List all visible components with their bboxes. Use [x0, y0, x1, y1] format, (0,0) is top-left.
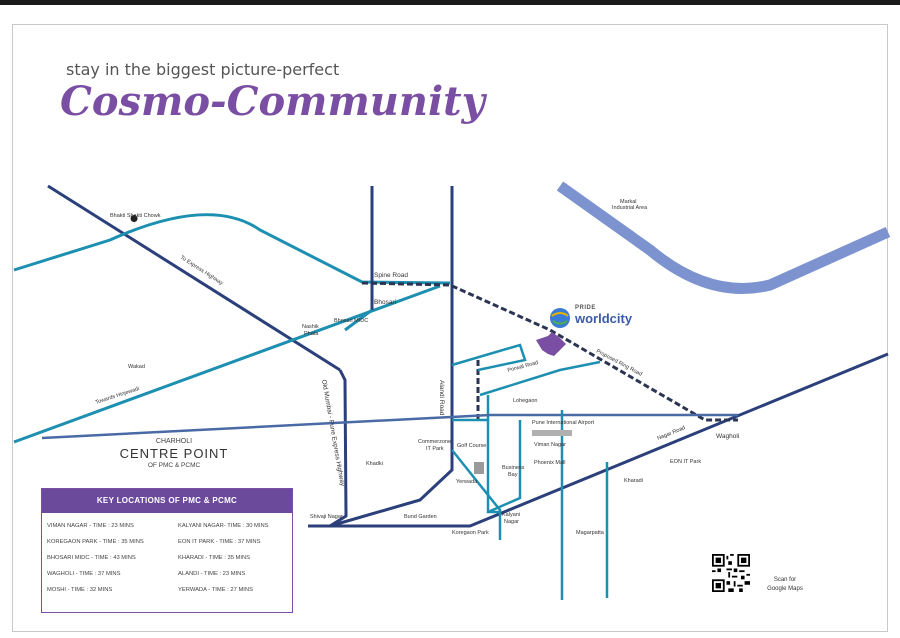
label-eon-it-park: EON IT Park: [670, 459, 701, 465]
label-bhosari-midc: Bhosari MIDC: [334, 318, 368, 324]
scan-line-2: Google Maps: [767, 586, 803, 592]
highway-road: [556, 181, 891, 294]
label-commerzone-it: IT Park: [426, 446, 444, 452]
label-phata: Phata: [304, 331, 319, 337]
label-business: Business: [502, 465, 525, 471]
map-frame: [12, 24, 888, 632]
key-location-left: BHOSARI MIDC - TIME : 43 MINS: [47, 555, 136, 561]
porwal-road: [451, 343, 527, 372]
label-pune-airport: Pune International Airport: [532, 420, 595, 426]
label-spine-road: Spine Road: [374, 272, 408, 279]
label-koregaon-park: Koregaon Park: [452, 530, 489, 536]
label-magarpatta: Magarpatta: [576, 530, 605, 536]
label-lohegaon: Lohegaon: [513, 398, 537, 404]
key-locations-box: KEY LOCATIONS OF PMC & PCMC VIMAN NAGAR …: [41, 488, 293, 613]
label-wakad: Wakad: [128, 364, 145, 370]
logo-prefix: PRIDE: [575, 305, 596, 311]
to-express-highway: [47, 184, 341, 372]
spine-road: [13, 213, 451, 285]
label-kalyani: Kalyani: [502, 512, 520, 518]
label-old-mumbai: Old Mumbai - Pune Express Highway: [320, 379, 346, 487]
scan-text: Scan for Google Maps: [760, 576, 810, 594]
key-location-right: KHARADI - TIME : 35 MINS: [178, 555, 251, 561]
lohegaon-road: [479, 360, 601, 397]
label-proposed-ring: Proposed Ring Road: [595, 348, 643, 377]
proposed-ring-road: [361, 281, 738, 422]
brand-title: Cosmo-Community: [60, 78, 485, 125]
centre-title: CENTRE POINT: [119, 446, 229, 461]
key-location-right: EON IT PARK - TIME : 37 MINS: [178, 539, 261, 545]
qr-code-icon[interactable]: [712, 554, 750, 592]
towards-hinjewadi-road: [13, 284, 441, 444]
label-bund-garden: Bund Garden: [404, 514, 437, 520]
label-alandi-road: Alandi Road: [438, 380, 445, 416]
label-viman-nagar: Viman Nagar: [534, 442, 566, 448]
centre-small: CHARHOLI: [155, 438, 193, 445]
logo-name: worldcity: [575, 311, 633, 326]
label-golf-course: Golf Course: [457, 443, 486, 449]
tagline: stay in the biggest picture-perfect: [66, 60, 340, 79]
airport-road: [41, 413, 738, 440]
label-markal-industrial: Industrial Area: [612, 205, 648, 211]
alandi-road: [329, 186, 454, 528]
centre-subtitle: OF PMC & PCMC: [147, 462, 201, 469]
label-kharadi: Kharadi: [624, 478, 643, 484]
label-khadki: Khadki: [366, 461, 383, 467]
location-pin-icon: [130, 215, 138, 230]
bhosari-branch: [344, 308, 373, 332]
project-marker-icon: [536, 332, 566, 356]
key-location-right: ALANDI - TIME : 23 MINS: [178, 571, 246, 577]
old-mumbai-highway: [329, 369, 348, 528]
label-bhosari: Bhosari: [374, 299, 396, 306]
label-bhakti: Bhakti Shakti Chowk: [110, 213, 161, 219]
key-location-right: YERWADA - TIME : 27 MINS: [178, 587, 253, 593]
label-shivaji-nagar: Shivaji Nagar: [310, 514, 343, 520]
label-yerwada: Yerwada: [456, 479, 478, 485]
key-locations-title: KEY LOCATIONS OF PMC & PCMC: [42, 489, 292, 513]
key-location-left: KOREGAON PARK - TIME : 35 MINS: [47, 539, 144, 545]
key-location-left: MOSHI - TIME : 32 MINS: [47, 587, 113, 593]
globe-icon: [550, 308, 570, 328]
key-location-right: KALYANI NAGAR- TIME : 30 MINS: [178, 523, 269, 529]
golf-course-patch: [474, 462, 484, 474]
label-bay: Bay: [508, 472, 518, 478]
yerwada-road: [451, 449, 502, 540]
label-kalyani-nagar: Nagar: [504, 519, 519, 525]
label-phoenix-mall: Phoenix Mall: [534, 460, 566, 466]
label-wagholi: Wagholi: [716, 433, 739, 440]
key-location-left: VIMAN NAGAR - TIME : 23 MINS: [47, 523, 134, 529]
label-commerzone: Commerzone: [418, 439, 451, 445]
label-nashik: Nashik: [302, 324, 319, 330]
key-location-left: WAGHOLI - TIME : 37 MINS: [47, 571, 121, 577]
top-bar: [0, 0, 900, 5]
airport-patch: [532, 430, 572, 436]
label-markal: Markal: [620, 199, 637, 205]
nagar-road: [308, 352, 889, 528]
scan-line-1: Scan for: [773, 577, 797, 583]
